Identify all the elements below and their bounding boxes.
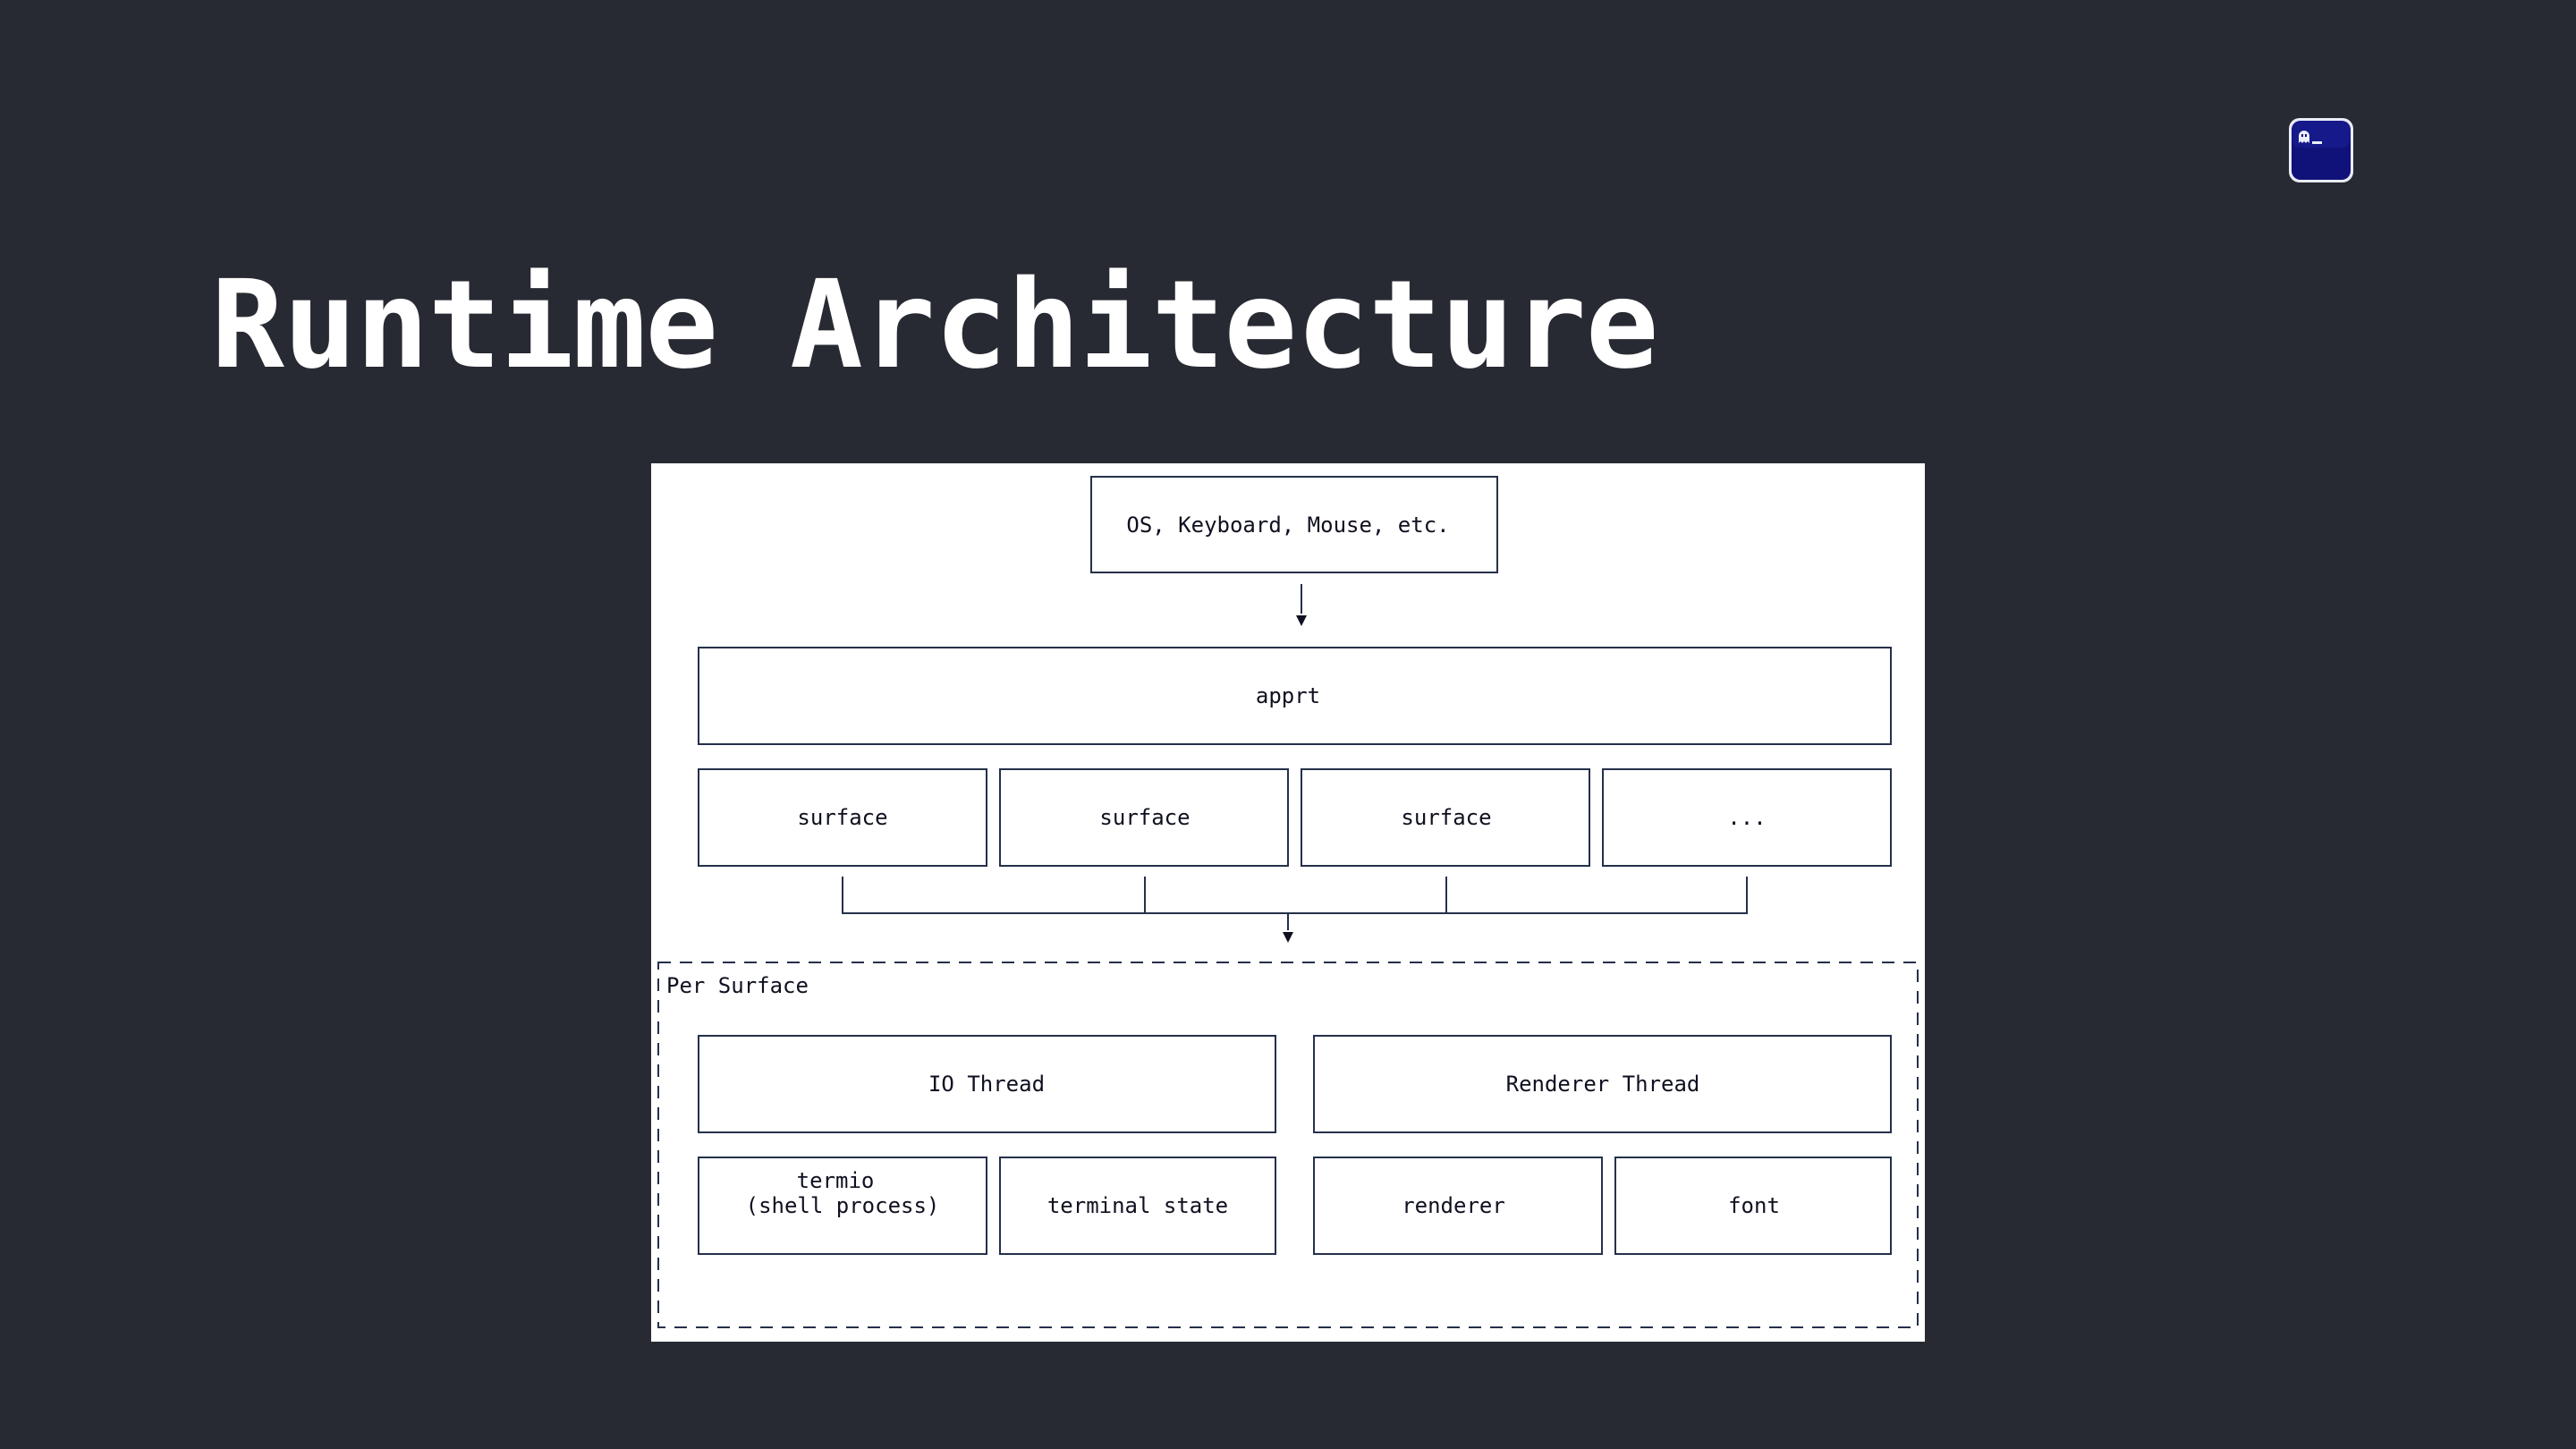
io-thread-label: IO Thread <box>928 1072 1045 1097</box>
architecture-diagram: OS, Keyboard, Mouse, etc. apprt surface … <box>651 463 1925 1342</box>
renderer-thread-label: Renderer Thread <box>1506 1072 1700 1097</box>
renderer-label: renderer <box>1402 1193 1505 1218</box>
slide-title: Runtime Architecture <box>211 255 1659 396</box>
per-surface-group <box>657 962 1919 1328</box>
surface-label-1: surface <box>797 805 887 830</box>
surface-box-1 <box>698 768 987 867</box>
termio-box <box>698 1157 987 1255</box>
terminal-app-icon <box>2287 116 2355 184</box>
arrowhead-to-apprt <box>1296 615 1307 626</box>
renderer-thread-box <box>1313 1035 1892 1133</box>
apprt-box <box>698 647 1892 745</box>
surface-box-3 <box>1301 768 1590 867</box>
os-input-box <box>1090 476 1498 573</box>
font-box <box>1614 1157 1892 1255</box>
io-thread-box <box>698 1035 1276 1133</box>
arrowhead-to-per-surface <box>1283 932 1293 943</box>
terminal-state-box <box>999 1157 1276 1255</box>
surface-label-3: surface <box>1401 805 1491 830</box>
surface-label-more: ... <box>1727 805 1766 830</box>
font-label: font <box>1728 1193 1780 1218</box>
terminal-state-label: terminal state <box>1047 1193 1228 1218</box>
surface-connector <box>842 877 1748 914</box>
surface-label-2: surface <box>1099 805 1190 830</box>
termio-label: termio <box>797 1168 875 1193</box>
per-surface-label: Per Surface <box>666 973 809 998</box>
termio-sublabel: (shell process) <box>746 1193 940 1218</box>
os-input-label: OS, Keyboard, Mouse, etc. <box>1126 513 1449 538</box>
surface-box-2 <box>999 768 1289 867</box>
surface-box-more <box>1602 768 1892 867</box>
apprt-label: apprt <box>1256 683 1320 708</box>
renderer-box <box>1313 1157 1603 1255</box>
